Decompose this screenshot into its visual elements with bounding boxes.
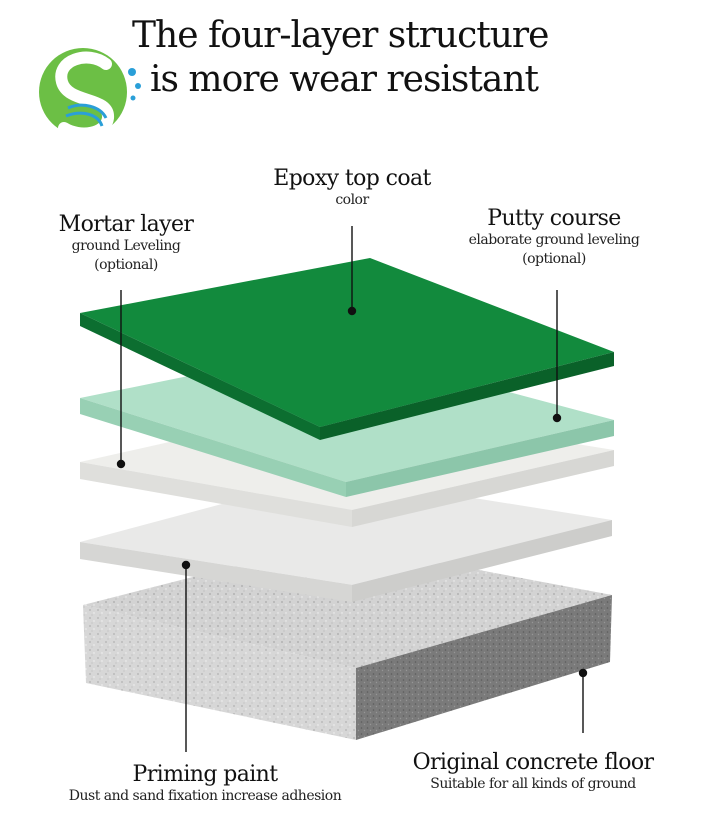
logo-dot-icon bbox=[128, 68, 136, 76]
concrete-label-sub: Suitable for all kinds of ground bbox=[430, 776, 636, 792]
concrete-leader-dot bbox=[578, 668, 588, 678]
mortar-leader-dot bbox=[116, 459, 126, 469]
concrete-label: Original concrete floor Suitable for all… bbox=[398, 750, 668, 794]
epoxy-label: Epoxy top coat color bbox=[250, 166, 454, 210]
mortar-label: Mortar layer ground Leveling (optional) bbox=[38, 212, 214, 275]
priming-label-title: Priming paint bbox=[132, 762, 279, 787]
page-title: The four-layer structure is more wear re… bbox=[132, 14, 672, 102]
putty-label-sub2: (optional) bbox=[522, 251, 586, 267]
concrete-label-title: Original concrete floor bbox=[412, 750, 654, 775]
priming-label-sub: Dust and sand fixation increase adhesion bbox=[68, 788, 342, 804]
logo-wave-icon bbox=[67, 103, 108, 119]
priming-label: Priming paint Dust and sand fixation inc… bbox=[40, 762, 370, 806]
putty-leader-dot bbox=[552, 413, 562, 423]
mortar-label-sub1: ground Leveling bbox=[71, 238, 181, 254]
epoxy-leader-dot bbox=[347, 306, 357, 316]
mortar-label-title: Mortar layer bbox=[58, 212, 194, 237]
putty-label: Putty course elaborate ground leveling (… bbox=[446, 206, 662, 269]
epoxy-label-title: Epoxy top coat bbox=[273, 166, 431, 191]
priming-leader-dot bbox=[181, 560, 191, 570]
putty-label-title: Putty course bbox=[487, 206, 621, 231]
brand-logo-icon bbox=[39, 48, 141, 140]
epoxy-label-sub: color bbox=[335, 192, 369, 208]
priming-layer bbox=[80, 475, 612, 602]
title-line-2: is more wear resistant bbox=[150, 59, 539, 100]
epoxy-layer bbox=[80, 258, 614, 440]
mortar-label-sub2: (optional) bbox=[94, 257, 158, 273]
putty-label-sub1: elaborate ground leveling bbox=[468, 232, 640, 248]
title-line-1: The four-layer structure bbox=[132, 15, 549, 56]
logo-s-stroke-icon bbox=[55, 51, 114, 140]
